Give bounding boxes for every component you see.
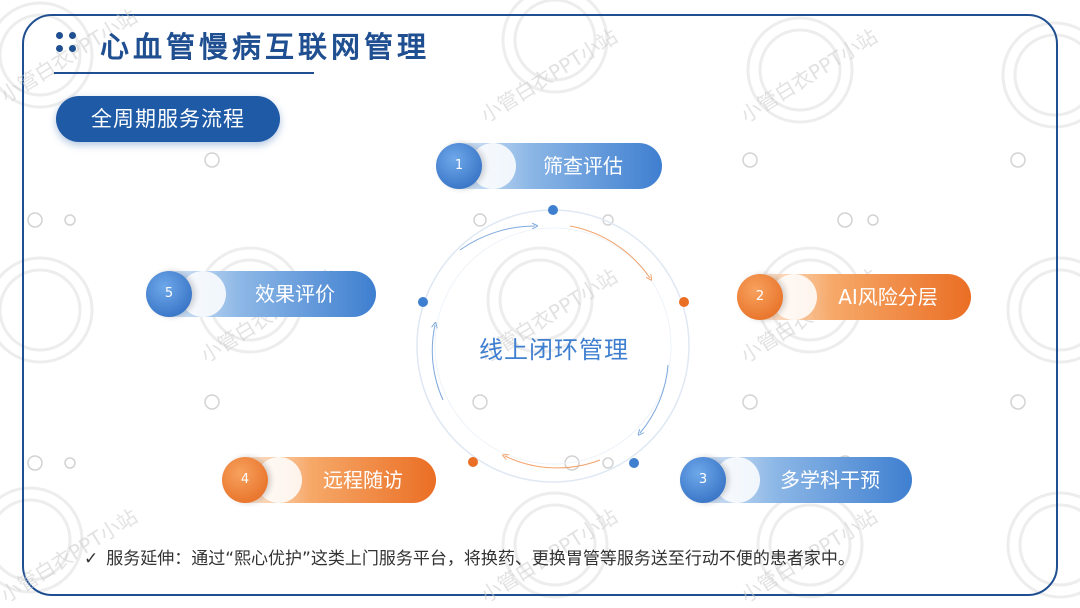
step-3: 3 多学科干预 (680, 457, 912, 503)
step-1-number: 1 (436, 143, 482, 189)
page-title: 心血管慢病互联网管理 (100, 30, 431, 64)
title-dots-icon (56, 32, 78, 54)
step-2-number: 2 (737, 274, 783, 320)
step-4-number: 4 (222, 457, 268, 503)
slide-frame (22, 14, 1058, 596)
step-5-number: 5 (146, 271, 192, 317)
step-4-label: 远程随访 (323, 468, 403, 492)
section-label: 全周期服务流程 (56, 96, 280, 142)
check-icon: ✓ (84, 549, 99, 569)
title-underline (54, 72, 314, 74)
step-2-label: AI风险分层 (838, 285, 938, 309)
step-5: 5 效果评价 (146, 271, 376, 317)
step-4: 4 远程随访 (222, 457, 436, 503)
footer-note: ✓ 服务延伸：通过“熙心优护”这类上门服务平台，将换药、更换胃管等服务送至行动不便… (84, 544, 855, 569)
center-label: 线上闭环管理 (479, 336, 629, 364)
footer-text: 服务延伸：通过“熙心优护”这类上门服务平台，将换药、更换胃管等服务送至行动不便的… (106, 549, 855, 569)
step-2: 2 AI风险分层 (737, 274, 971, 320)
step-3-number: 3 (680, 457, 726, 503)
step-1: 1 筛查评估 (436, 143, 662, 189)
step-3-label: 多学科干预 (780, 468, 880, 492)
step-1-label: 筛查评估 (543, 154, 623, 178)
step-5-label: 效果评价 (255, 282, 335, 306)
